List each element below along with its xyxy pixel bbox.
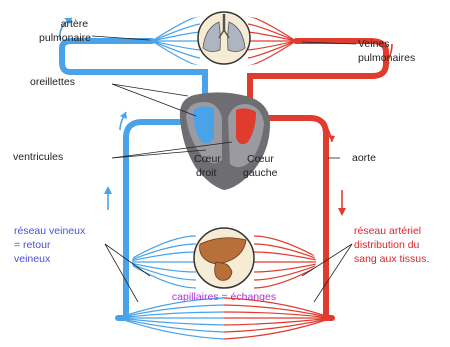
label-reseau-veineux: réseau veineux = retour veineux: [14, 225, 88, 265]
label-artere-pulmonaire: artère pulmonaire: [39, 18, 91, 44]
label-ventricules: ventricules: [13, 151, 63, 163]
label-aorte: aorte: [352, 152, 376, 164]
bottom-capillary-bed: [118, 298, 332, 339]
body-organs: [126, 228, 326, 288]
arterial-vessels: [250, 41, 386, 318]
label-oreillettes: oreillettes: [30, 76, 75, 88]
pulmonary-artery-vessel: [62, 41, 205, 108]
venous-vessels: [62, 41, 205, 318]
label-reseau-arteriel: réseau artériel distribution du sang aux…: [354, 225, 429, 265]
lungs-organ: [152, 12, 296, 66]
label-capillaires: capillaires = échanges: [172, 291, 276, 303]
